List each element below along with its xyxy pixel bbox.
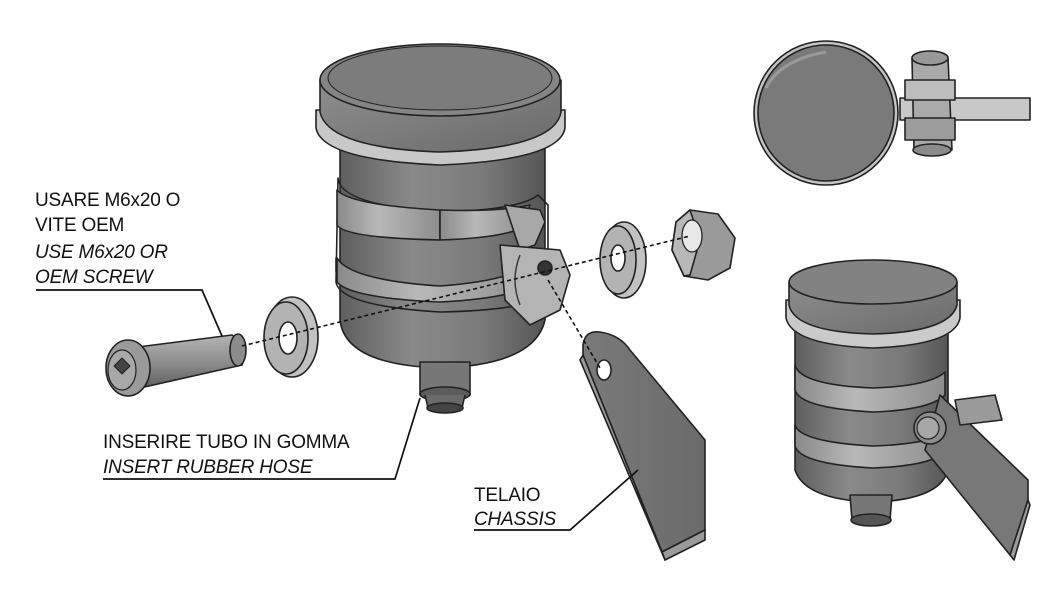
hose-label-it: INSERIRE TUBO IN GOMMA bbox=[103, 432, 350, 453]
assembled-view bbox=[785, 259, 1031, 561]
screw-m6x20 bbox=[105, 333, 247, 397]
chassis-label-it: TELAIO bbox=[474, 485, 541, 506]
assembly-axis-lines bbox=[241, 235, 691, 369]
screw-label-en-2: OEM SCREW bbox=[35, 267, 153, 288]
screw-label-it-2: VITE OEM bbox=[35, 215, 125, 236]
chassis-plate bbox=[579, 330, 706, 561]
reservoir-main bbox=[315, 43, 571, 414]
washer-left bbox=[263, 296, 319, 378]
screw-label-it: USARE M6x20 O bbox=[35, 190, 181, 211]
chassis-label-en: CHASSIS bbox=[474, 509, 557, 530]
nut bbox=[671, 209, 736, 281]
leader-lines bbox=[36, 289, 639, 531]
screw-label-en: USE M6x20 OR bbox=[35, 242, 168, 263]
hose-label-en: INSERT RUBBER HOSE bbox=[103, 457, 313, 478]
washer-right bbox=[599, 221, 647, 299]
detail-view-top bbox=[753, 40, 1031, 186]
hose-nipple bbox=[419, 361, 471, 414]
